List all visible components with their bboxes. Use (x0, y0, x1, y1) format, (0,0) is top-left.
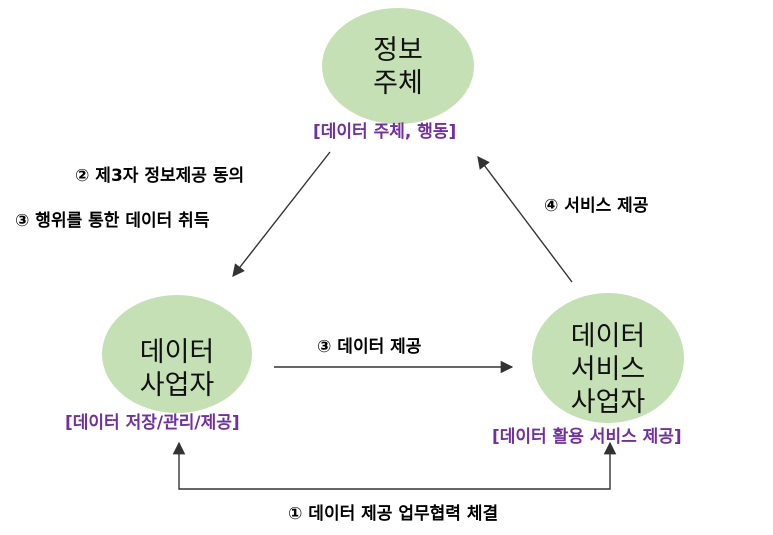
node-service-label: 데이터 서비스 사업자 (532, 320, 684, 419)
node-data-service-provider (532, 293, 684, 423)
node-subject-line2: 주체 (373, 68, 423, 99)
node-data-provider (102, 295, 252, 413)
node-service-line1: 데이터 (570, 321, 646, 352)
arrow-agreement-bidirectional (172, 441, 617, 490)
node-service-line2: 서비스 (570, 354, 646, 385)
node-provider-label: 데이터 사업자 (102, 336, 252, 402)
edge-label-acquire: ③ 행위를 통한 데이터 취득 (15, 211, 210, 231)
node-service-line3: 사업자 (570, 387, 646, 418)
edge-label-agreement: ① 데이터 제공 업무협력 체결 (288, 504, 499, 524)
arrow-service-to-subject (477, 155, 573, 283)
node-provider-line2: 사업자 (139, 370, 215, 401)
node-subject-line1: 정보 (373, 35, 423, 66)
role-provider: [데이터 저장/관리/제공] (65, 413, 240, 433)
edge-label-consent: ② 제3자 정보제공 동의 (75, 166, 245, 186)
arrow-subject-to-provider (232, 151, 331, 277)
edge-label-data-provision: ③ 데이터 제공 (317, 337, 422, 357)
role-subject: [데이터 주체, 행동] (313, 122, 457, 142)
node-provider-line1: 데이터 (139, 337, 215, 368)
edge-label-service-provision: ④ 서비스 제공 (544, 196, 649, 216)
node-subject-label: 정보 주체 (322, 34, 474, 100)
node-data-subject (322, 8, 474, 124)
